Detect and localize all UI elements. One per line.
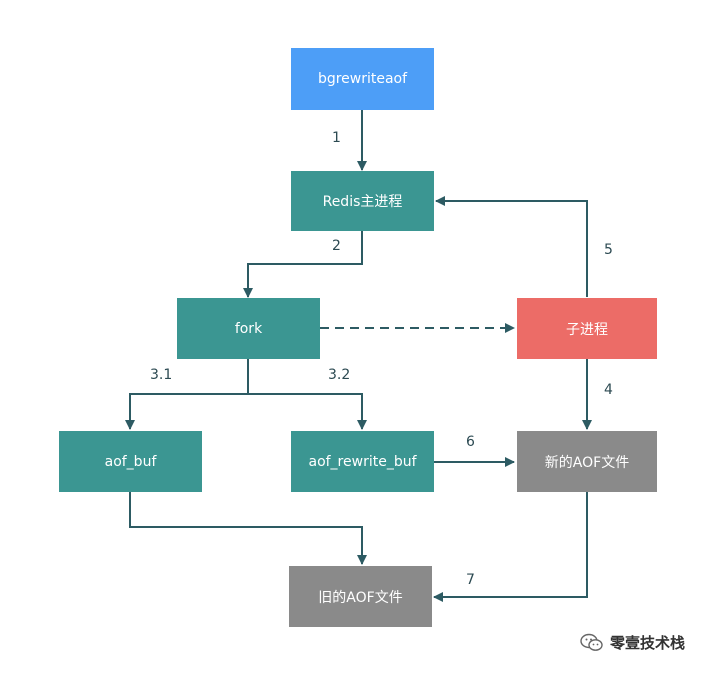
watermark-text: 零壹技术栈 — [610, 634, 686, 652]
edge-3-1 — [125, 359, 249, 430]
node-aof-buf: aof_buf — [59, 431, 202, 492]
edge-2 — [243, 231, 363, 298]
node-bgrewriteaof: bgrewriteaof — [291, 48, 434, 110]
step-label-7: 7 — [466, 572, 475, 588]
step-label-4: 4 — [604, 382, 613, 398]
step-label-5: 5 — [604, 242, 613, 258]
node-old-aof-file: 旧的AOF文件 — [289, 566, 432, 627]
node-redis-main: Redis主进程 — [291, 171, 434, 231]
watermark: 零壹技术栈 — [580, 632, 685, 653]
step-label-3-1: 3.1 — [150, 367, 173, 383]
node-fork: fork — [177, 298, 320, 359]
wechat-icon — [580, 633, 603, 651]
step-label-3-2: 3.2 — [328, 367, 351, 383]
node-aof-rewrite-buf: aof_rewrite_buf — [291, 431, 434, 492]
step-label-6: 6 — [466, 434, 475, 450]
step-label-1: 1 — [332, 130, 341, 146]
node-new-aof-file: 新的AOF文件 — [517, 431, 657, 492]
step-label-2: 2 — [332, 238, 341, 254]
edge-5 — [435, 196, 588, 297]
edge-7 — [433, 492, 588, 602]
node-child-process: 子进程 — [517, 298, 657, 359]
edge-aofbuf-old — [129, 492, 367, 565]
edge-3-2 — [248, 393, 367, 430]
